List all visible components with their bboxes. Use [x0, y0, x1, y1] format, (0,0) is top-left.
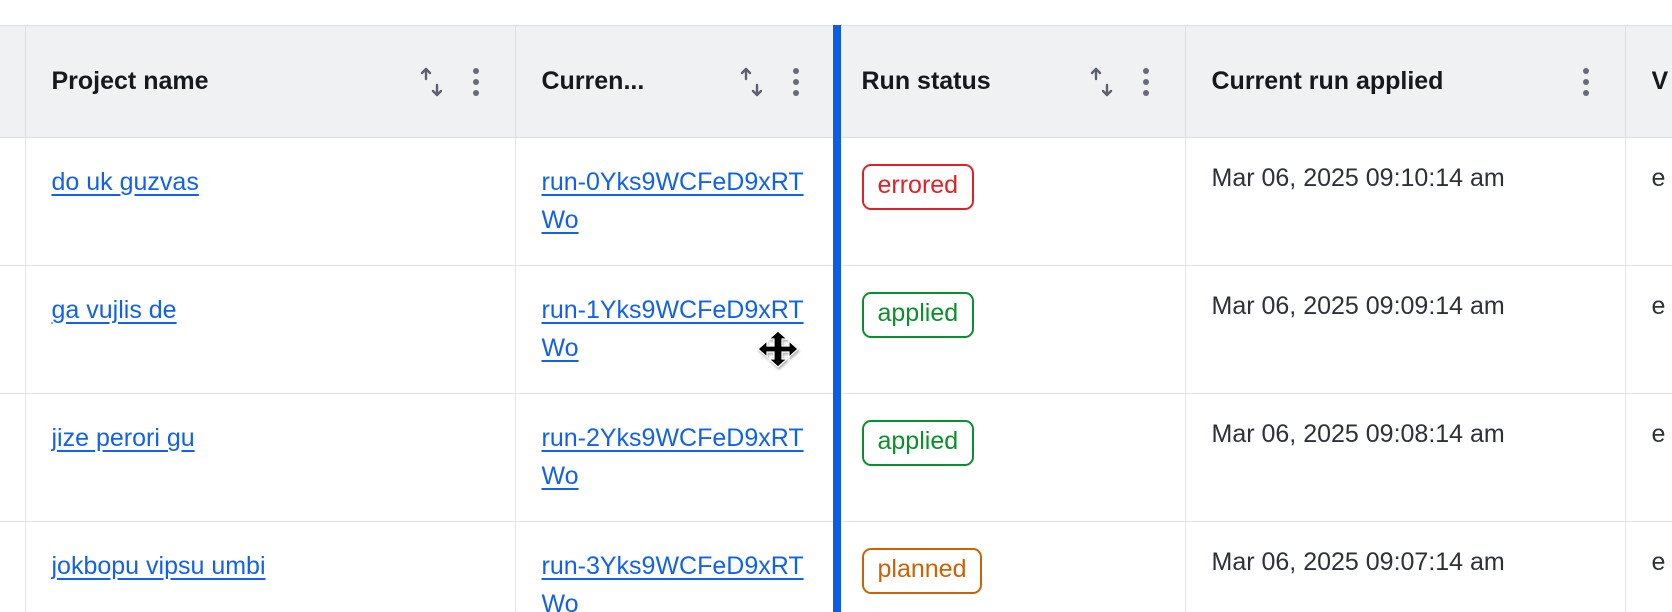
cell-current-run-applied: Mar 06, 2025 09:09:14 am — [1185, 265, 1626, 394]
projects-table: Project name Curren... Run status Current r… — [0, 25, 1672, 612]
cell-next-column: e — [1625, 265, 1672, 394]
status-badge: applied — [861, 292, 975, 338]
cell-content: run-2Yks9WCFeD9xRTWo — [542, 394, 809, 495]
current-run-link[interactable]: run-0Yks9WCFeD9xRTWo — [541, 168, 804, 234]
cell-run-status: applied — [835, 393, 1186, 522]
cell-current-run: run-3Yks9WCFeD9xRTWo — [515, 521, 836, 612]
table-row[interactable]: ga vujlis de run-1Yks9WCFeD9xRTWo applied M… — [0, 265, 1672, 394]
cell-content: planned — [861, 522, 1159, 594]
sort-arrows-icon[interactable] — [737, 65, 767, 99]
cell-content: run-0Yks9WCFeD9xRTWo — [542, 138, 809, 239]
current-run-link[interactable]: run-3Yks9WCFeD9xRTWo — [541, 552, 804, 612]
status-badge: errored — [861, 164, 975, 210]
column-header-tools — [1573, 65, 1599, 99]
timestamp-text: Mar 06, 2025 09:10:14 am — [1211, 164, 1505, 192]
cell-content: Mar 06, 2025 09:09:14 am — [1212, 266, 1599, 321]
kebab-menu-icon[interactable] — [1573, 65, 1599, 99]
next-column-text: e — [1651, 164, 1666, 192]
cell-content: e — [1652, 394, 1672, 449]
table-row[interactable]: do uk guzvas run-0Yks9WCFeD9xRTWo errored M… — [0, 137, 1672, 266]
column-header-next[interactable]: V — [1625, 25, 1672, 138]
cell-current-run: run-0Yks9WCFeD9xRTWo — [515, 137, 836, 266]
kebab-menu-icon[interactable] — [1133, 65, 1159, 99]
cell-content: run-1Yks9WCFeD9xRTWo — [542, 266, 809, 367]
cell-current-run: run-1Yks9WCFeD9xRTWo — [515, 265, 836, 394]
column-header-project[interactable]: Project name — [25, 25, 516, 138]
cell-next-column: e — [1625, 521, 1672, 612]
cell-project-name: do uk guzvas — [25, 137, 516, 266]
table-header-row: Project name Curren... Run status Current r… — [0, 25, 1672, 138]
status-badge: planned — [861, 548, 983, 594]
cell-content: Mar 06, 2025 09:07:14 am — [1212, 522, 1599, 577]
cell-content: Mar 06, 2025 09:10:14 am — [1212, 138, 1599, 193]
timestamp-text: Mar 06, 2025 09:09:14 am — [1211, 292, 1505, 320]
cell-content: applied — [861, 266, 1159, 338]
cell-next-column: e — [1625, 393, 1672, 522]
next-column-text: e — [1651, 420, 1666, 448]
project-name-link[interactable]: jize perori gu — [51, 424, 195, 452]
cell-current-run: run-2Yks9WCFeD9xRTWo — [515, 393, 836, 522]
next-column-text: e — [1651, 548, 1666, 576]
row-gutter-cell — [0, 265, 26, 394]
column-header-tools — [417, 65, 489, 99]
cell-next-column: e — [1625, 137, 1672, 266]
sort-arrows-icon[interactable] — [1087, 65, 1117, 99]
column-header-tools — [1087, 65, 1159, 99]
cell-content: applied — [861, 394, 1159, 466]
column-header-label: Current run applied — [1211, 67, 1444, 95]
kebab-menu-icon[interactable] — [783, 65, 809, 99]
row-gutter-cell — [0, 137, 26, 266]
cell-content: jokbopu vipsu umbi — [52, 522, 489, 586]
cell-current-run-applied: Mar 06, 2025 09:08:14 am — [1185, 393, 1626, 522]
current-run-link[interactable]: run-1Yks9WCFeD9xRTWo — [541, 296, 804, 362]
column-header-status[interactable]: Run status — [835, 25, 1186, 138]
table-scroll-container[interactable]: Project name Curren... Run status Current r… — [0, 25, 1672, 612]
project-name-link[interactable]: jokbopu vipsu umbi — [51, 552, 266, 580]
table-row[interactable]: jize perori gu run-2Yks9WCFeD9xRTWo applie… — [0, 393, 1672, 522]
cell-run-status: applied — [835, 265, 1186, 394]
cell-content: Mar 06, 2025 09:08:14 am — [1212, 394, 1599, 449]
project-name-link[interactable]: do uk guzvas — [51, 168, 199, 196]
current-run-link[interactable]: run-2Yks9WCFeD9xRTWo — [541, 424, 804, 490]
row-gutter-cell — [0, 393, 26, 522]
cell-content: run-3Yks9WCFeD9xRTWo — [542, 522, 809, 612]
table-header: Project name Curren... Run status Current r… — [0, 25, 1672, 138]
cell-content: ga vujlis de — [52, 266, 489, 330]
column-header-applied[interactable]: Current run applied — [1185, 25, 1626, 138]
cell-run-status: planned — [835, 521, 1186, 612]
column-header-label: V — [1651, 67, 1669, 95]
column-header-label: Curren... — [541, 67, 645, 95]
cell-project-name: ga vujlis de — [25, 265, 516, 394]
timestamp-text: Mar 06, 2025 09:08:14 am — [1211, 420, 1505, 448]
project-name-link[interactable]: ga vujlis de — [51, 296, 177, 324]
cell-content: e — [1652, 522, 1672, 577]
cell-content: do uk guzvas — [52, 138, 489, 202]
column-header-tools — [737, 65, 809, 99]
cell-project-name: jize perori gu — [25, 393, 516, 522]
cell-run-status: errored — [835, 137, 1186, 266]
top-spacer — [0, 0, 1672, 25]
cell-current-run-applied: Mar 06, 2025 09:07:14 am — [1185, 521, 1626, 612]
cell-current-run-applied: Mar 06, 2025 09:10:14 am — [1185, 137, 1626, 266]
cell-project-name: jokbopu vipsu umbi — [25, 521, 516, 612]
cell-content: e — [1652, 138, 1672, 193]
next-column-text: e — [1651, 292, 1666, 320]
kebab-menu-icon[interactable] — [463, 65, 489, 99]
cell-content: jize perori gu — [52, 394, 489, 458]
cell-content: e — [1652, 266, 1672, 321]
timestamp-text: Mar 06, 2025 09:07:14 am — [1211, 548, 1505, 576]
status-badge: applied — [861, 420, 975, 466]
cell-content: errored — [861, 138, 1159, 210]
row-gutter-cell — [0, 521, 26, 612]
table-row[interactable]: jokbopu vipsu umbi run-3Yks9WCFeD9xRTWo pl… — [0, 521, 1672, 612]
column-header-label: Run status — [861, 67, 991, 95]
column-header-current[interactable]: Curren... — [515, 25, 836, 138]
row-gutter-header — [0, 25, 26, 138]
column-header-label: Project name — [51, 67, 209, 95]
sort-arrows-icon[interactable] — [417, 65, 447, 99]
